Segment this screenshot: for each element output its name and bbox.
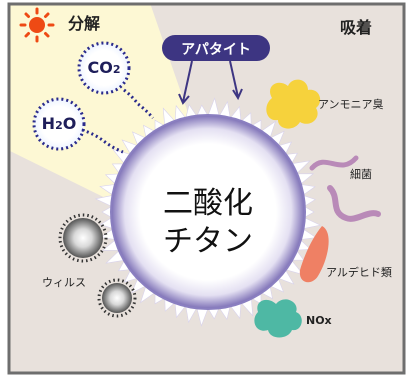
apatite-arrows xyxy=(178,60,243,105)
virus-label: ウィルス xyxy=(42,276,86,289)
virus-upper xyxy=(58,213,108,263)
bacteria-label: 細菌 xyxy=(350,168,372,181)
h2o-tail-text: O xyxy=(62,114,77,133)
apatite-label: アパタイト xyxy=(181,42,251,58)
sun-icon xyxy=(19,7,55,43)
center-title-line1: 二酸化 xyxy=(163,186,253,221)
co2-label: CO2 xyxy=(80,58,128,77)
nox-label: NOx xyxy=(306,314,332,327)
h2o-molecule xyxy=(32,97,124,154)
ammonia-blob xyxy=(266,79,321,129)
co2-molecule xyxy=(77,41,155,119)
aldehyde-shape xyxy=(299,226,329,283)
co2-subscript: 2 xyxy=(112,63,121,76)
titanium-dioxide-sphere xyxy=(110,114,306,310)
co2-main-text: CO xyxy=(87,58,113,77)
ammonia-label: アンモニア臭 xyxy=(318,98,384,111)
apatite-badge xyxy=(162,35,270,61)
decompose-label: 分解 xyxy=(68,14,101,33)
aldehyde-label: アルデヒド類 xyxy=(326,266,392,279)
center-title-line2: チタン xyxy=(163,224,253,259)
nox-blob xyxy=(254,299,302,338)
h2o-subscript: 2 xyxy=(55,119,63,132)
diagram-frame xyxy=(7,2,406,375)
virus-lower xyxy=(97,278,137,318)
bacteria-shape xyxy=(309,155,381,222)
h2o-main-text: H xyxy=(41,114,56,133)
h2o-label: H2O xyxy=(35,114,83,133)
adsorb-label: 吸着 xyxy=(340,18,373,37)
